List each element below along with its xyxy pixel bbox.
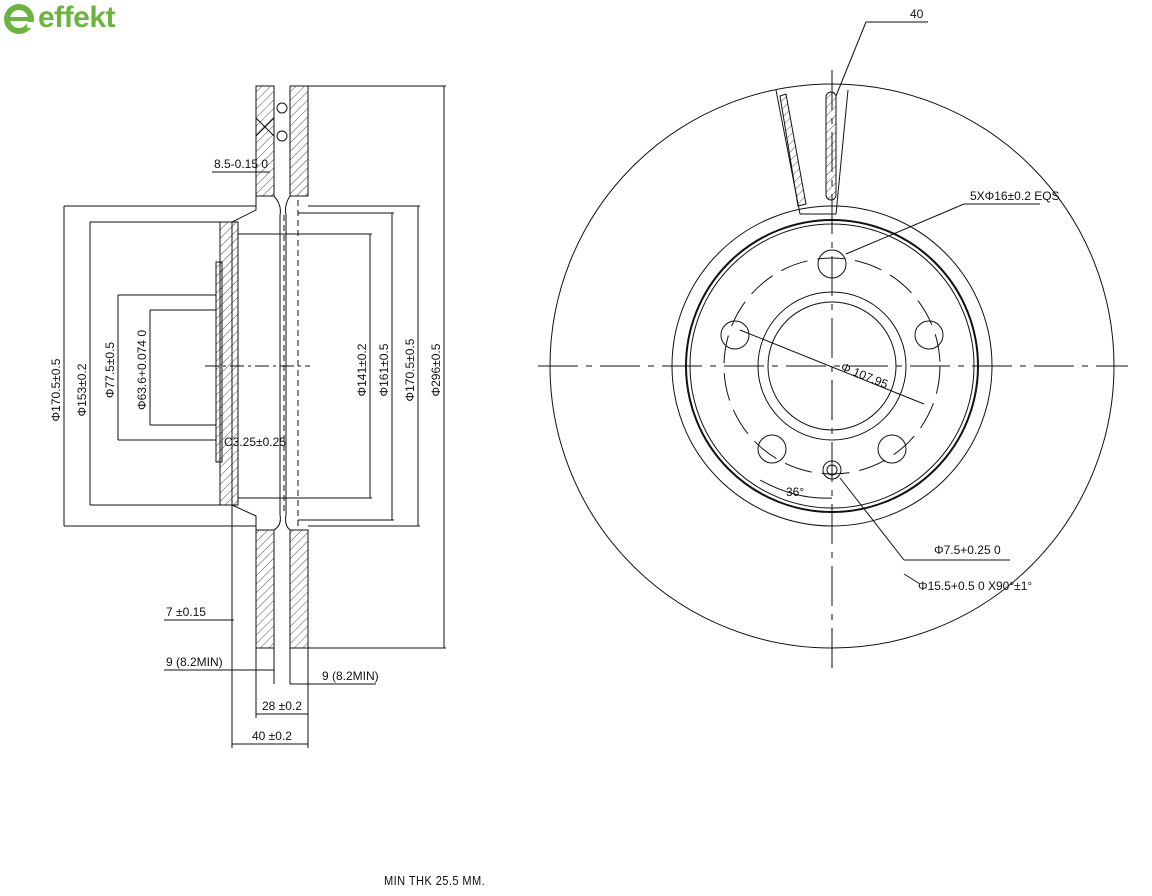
dim-chamfer: C3.25±0.25	[224, 435, 286, 449]
dim-left-2: Φ153±0.2	[75, 363, 89, 416]
side-view-labels: Φ170.5±0.5 Φ153±0.2 Φ77.5±0.5 Φ63.6+0.07…	[49, 157, 443, 743]
dim-bottom-2: 9 (8.2MIN)	[166, 655, 223, 669]
dim-left-3: Φ77.5±0.5	[103, 342, 117, 399]
effekt-logo	[0, 0, 160, 40]
dim-right-3: Φ170.5±0.5	[403, 338, 417, 401]
angle-label: 36°	[786, 485, 804, 499]
top-label: 40	[910, 7, 924, 21]
front-view	[538, 21, 1128, 676]
dim-bottom-4: 28 ±0.2	[262, 699, 302, 713]
dim-hat-thickness: 8.5-0.15 0	[214, 157, 268, 171]
dim-bottom-3: 9 (8.2MIN)	[322, 669, 379, 683]
countersink-label: Φ15.5+0.5 0 X90°±1°	[918, 579, 1032, 593]
dim-bottom-5: 40 ±0.2	[252, 729, 292, 743]
dim-left-1: Φ170.5±0.5	[49, 358, 63, 421]
front-view-labels: 40 5XΦ16±0.2 EQS Φ 107.95 36° Φ7.5+0.25 …	[786, 7, 1060, 593]
dim-left-4: Φ63.6+0.074 0	[135, 330, 149, 410]
dim-bottom-1: 7 ±0.15	[166, 605, 206, 619]
brand-name: effekt	[38, 1, 116, 34]
bolt-holes-label: 5XΦ16±0.2 EQS	[970, 189, 1060, 203]
locator-hole-label: Φ7.5+0.25 0	[934, 543, 1001, 557]
dim-right-4: Φ296±0.5	[429, 343, 443, 396]
pcd-label: Φ 107.95	[839, 360, 891, 392]
side-section-view	[63, 85, 446, 748]
dim-right-1: Φ141±0.2	[355, 343, 369, 396]
min-thickness-note: MIN THK 25.5 MM.	[384, 873, 486, 888]
dim-right-2: Φ161±0.5	[377, 343, 391, 396]
